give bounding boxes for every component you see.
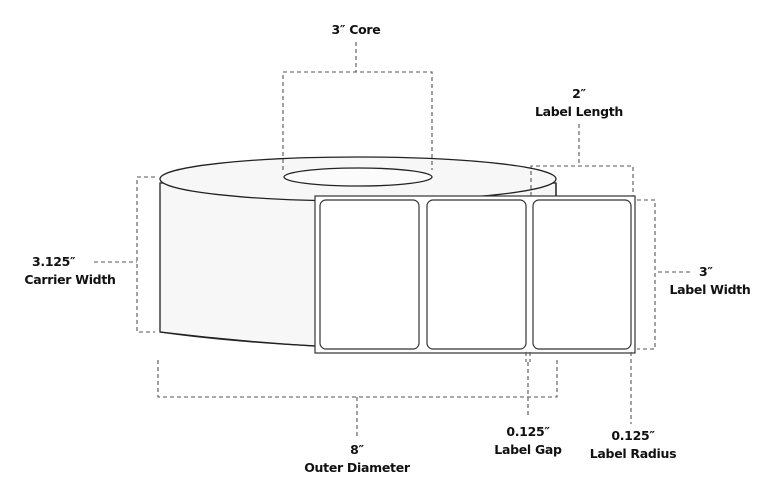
label-3 [532,199,632,350]
outer-diameter-dimension-label: 8″ Outer Diameter [297,441,417,477]
label-length-dimension-line [530,165,634,196]
label-radius-dimension-label: 0.125″ Label Radius [583,427,683,463]
outer-diameter-dimension-line [157,360,558,398]
core-dimension-line [282,71,433,170]
core-text: 3″ Core [331,22,381,37]
core-dimension-label: 3″ Core [296,21,416,39]
label-length-value: 2″ [572,86,586,101]
label-length-name: Label Length [534,104,624,119]
carrier-width-value: 3.125″ [32,254,76,269]
outer-diameter-name: Outer Diameter [304,460,410,475]
label-width-value: 3″ [699,264,713,279]
label-width-dimension-label: 3″ Label Width [660,263,760,299]
carrier-width-name: Carrier Width [24,272,116,287]
label-gap-dimension-label: 0.125″ Label Gap [478,423,578,459]
carrier-width-dimension-line [136,176,155,333]
label-width-name: Label Width [669,282,751,297]
core-hole [283,167,433,187]
label-gap-name: Label Gap [494,442,562,457]
outer-diameter-value: 8″ [350,442,364,457]
label-length-dimension-label: 2″ Label Length [519,85,639,121]
label-radius-value: 0.125″ [611,428,655,443]
label-radius-name: Label Radius [589,446,677,461]
label-width-dimension-line [637,199,656,350]
label-1 [319,199,420,350]
label-gap-value: 0.125″ [506,424,550,439]
carrier-width-dimension-label: 3.125″ Carrier Width [14,253,126,289]
label-2 [426,199,527,350]
